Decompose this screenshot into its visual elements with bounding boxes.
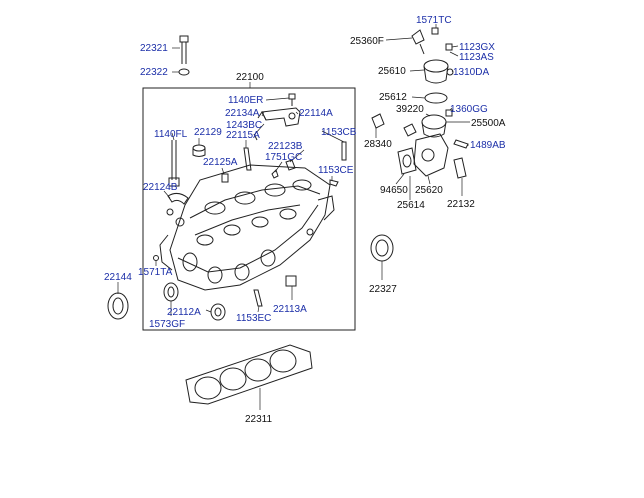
cylinder-head-drawing: [159, 164, 335, 291]
gasket-22311: [185, 344, 313, 405]
label-22144[interactable]: 22144: [104, 272, 132, 283]
housing-25620: [413, 133, 449, 177]
label-25610: 25610: [378, 66, 406, 77]
label-1153CE[interactable]: 1153CE: [318, 165, 354, 176]
label-22322[interactable]: 22322: [140, 67, 168, 78]
pin-22115A: [243, 147, 252, 171]
label-1360GG[interactable]: 1360GG: [450, 104, 488, 115]
label-22311: 22311: [245, 414, 273, 425]
label-1140ER[interactable]: 1140ER: [228, 95, 263, 106]
label-22112A[interactable]: 22112A: [167, 307, 201, 318]
label-1573GF[interactable]: 1573GF: [149, 319, 185, 330]
label-22129[interactable]: 22129: [194, 127, 222, 138]
seal-22327: [370, 234, 394, 262]
bolt-1489AB: [453, 139, 469, 149]
bolt-1243BC: [253, 133, 258, 141]
label-94650: 94650: [380, 185, 408, 196]
label-1751GC[interactable]: 1751GC: [265, 152, 302, 163]
label-22327: 22327: [369, 284, 397, 295]
gasket-25612: [424, 92, 448, 104]
label-1310DA[interactable]: 1310DA: [453, 67, 489, 78]
sensor-39220: [403, 123, 417, 137]
seal-22144: [107, 292, 129, 320]
sensor-28340: [371, 113, 385, 129]
sensor-25360F: [411, 29, 425, 55]
seal-22112A: [210, 303, 226, 321]
bolt-1140ER: [288, 93, 296, 106]
label-1123AS[interactable]: 1123AS: [459, 52, 494, 63]
cap-22129: [192, 144, 206, 157]
gasket-94650: [397, 147, 417, 175]
label-25614: 25614: [397, 200, 425, 211]
washer-22322: [178, 68, 190, 76]
housing-25610: [423, 59, 449, 84]
label-22132: 22132: [447, 199, 475, 210]
bracket-22114A: [261, 107, 301, 127]
label-1140FL[interactable]: 1140FL: [154, 129, 188, 140]
label-1153EC[interactable]: 1153EC: [236, 313, 271, 324]
label-25500A: 25500A: [471, 118, 506, 129]
label-28340: 28340: [364, 139, 392, 150]
label-22113A[interactable]: 22113A: [273, 304, 307, 315]
label-25620: 25620: [415, 185, 443, 196]
plug-1751GC: [271, 169, 279, 179]
thermostat-25500A: [421, 114, 447, 138]
assembly-frame: [142, 87, 356, 331]
label-22100: 22100: [236, 72, 264, 83]
plug-1571TA: [153, 255, 159, 261]
label-22123B[interactable]: 22123B: [268, 141, 303, 152]
part-22113A: [285, 275, 297, 287]
label-22321[interactable]: 22321: [140, 43, 168, 54]
label-22134A[interactable]: 22134A: [225, 108, 260, 119]
part-labels: 22321 22322 22100 1140ER 22134A 22114A 1…: [104, 15, 506, 425]
label-1153CB[interactable]: 1153CB: [321, 127, 357, 138]
bolt-1153CB: [341, 141, 347, 161]
label-1571TC[interactable]: 1571TC: [416, 15, 452, 26]
seal-1573GF: [163, 282, 179, 302]
label-25360F: 25360F: [350, 36, 384, 47]
bolt-1123GX: [445, 43, 453, 51]
label-22125A[interactable]: 22125A: [203, 157, 238, 168]
label-1243BC[interactable]: 1243BC: [226, 120, 262, 131]
label-22115A[interactable]: 22115A: [226, 130, 260, 141]
bolt-1153EC: [253, 289, 263, 307]
washer-22134A: [257, 111, 267, 121]
plug-22123B: [285, 159, 296, 171]
label-22114A[interactable]: 22114A: [299, 108, 333, 119]
label-22124B[interactable]: 22124B: [143, 182, 178, 193]
label-39220: 39220: [396, 104, 424, 115]
leader-lines: [117, 24, 470, 410]
label-1571TA[interactable]: 1571TA: [138, 267, 173, 278]
plug-1153CE: [329, 179, 339, 187]
pin-22125A: [221, 173, 229, 183]
label-1489AB[interactable]: 1489AB: [470, 140, 506, 151]
label-25612: 25612: [379, 92, 407, 103]
bolt-1140FL: [168, 140, 180, 187]
plug-1571TC: [431, 27, 439, 35]
bolt-22321: [179, 35, 189, 64]
label-1123GX[interactable]: 1123GX: [459, 42, 495, 53]
part-22124B: [166, 192, 189, 216]
pipe-22132: [453, 157, 467, 179]
